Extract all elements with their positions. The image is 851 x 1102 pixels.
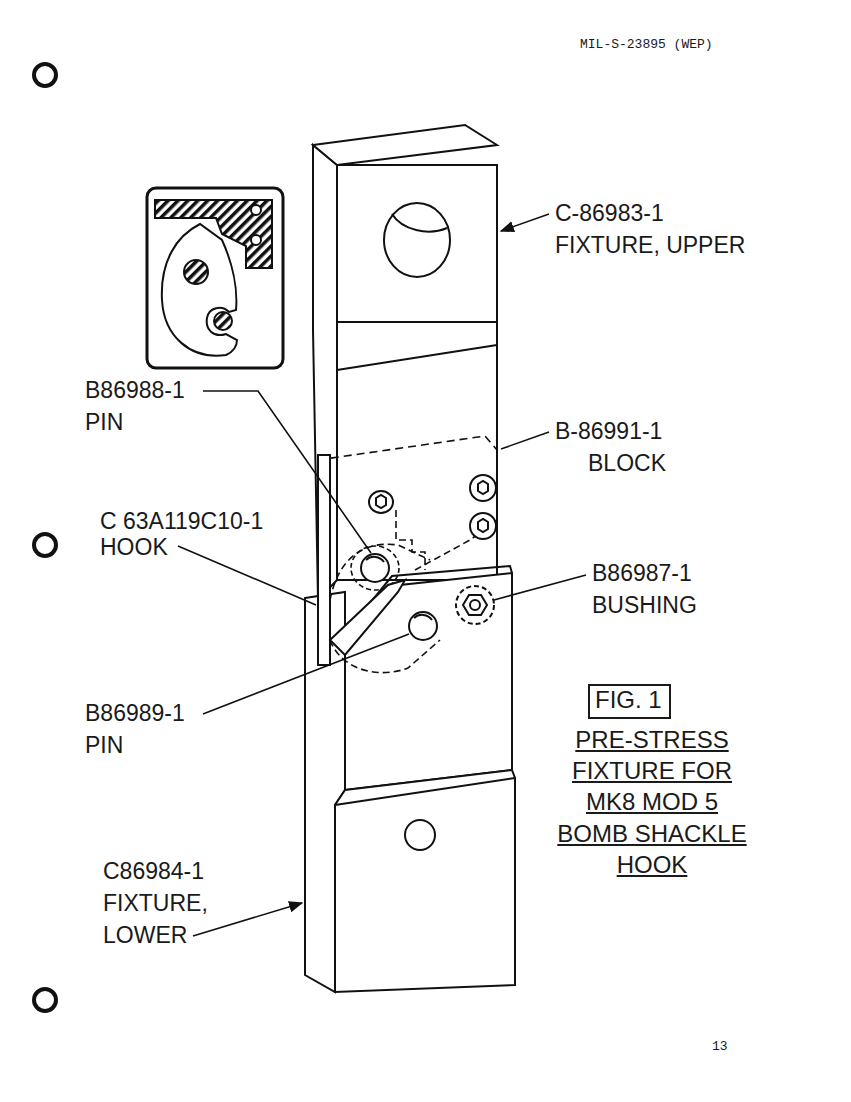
cap-screw <box>376 495 386 508</box>
pin <box>366 557 384 562</box>
figure-number: FIG. 1 <box>595 686 664 715</box>
block-and-hook <box>318 436 497 545</box>
binder-hole <box>34 64 56 1011</box>
upper-fixture <box>313 125 497 600</box>
part-name: BUSHING <box>592 592 697 618</box>
inset-detail <box>251 235 261 245</box>
inset-detail <box>147 188 283 368</box>
cap-screw <box>470 513 496 539</box>
bushing <box>456 586 494 624</box>
figure-label-box: FIG. 1 <box>588 684 671 719</box>
upper-fixture <box>337 345 497 370</box>
pin <box>414 615 432 620</box>
part-number: B-86991-1 <box>555 418 662 444</box>
leader-line <box>178 214 586 936</box>
header-code: MIL-S-23895 (WEP) <box>580 38 713 53</box>
block-and-hook <box>318 436 497 673</box>
part-name: BLOCK <box>588 450 666 476</box>
block-and-hook <box>396 510 497 570</box>
inset-detail <box>214 312 232 330</box>
inset-detail <box>184 260 208 284</box>
lower-fixture <box>405 820 435 850</box>
upper-fixture <box>337 321 497 323</box>
inset-detail <box>147 188 283 368</box>
leader-line <box>178 546 316 605</box>
lower-fixture <box>335 770 515 992</box>
leader-line <box>501 432 549 449</box>
lower-fixture <box>305 566 515 992</box>
binder-hole <box>34 534 56 556</box>
part-number: C86984-1 <box>103 858 204 884</box>
cap-screw <box>478 481 488 494</box>
inset-detail <box>251 205 261 215</box>
upper-fixture <box>384 203 450 277</box>
bushing <box>470 600 480 610</box>
cap-screw <box>369 475 496 539</box>
page-number: 13 <box>712 1040 728 1055</box>
part-name: PIN <box>85 409 123 435</box>
part-name: HOOK <box>100 534 168 560</box>
cap-screw <box>470 475 496 501</box>
pin <box>409 612 437 640</box>
cap-screw <box>369 491 393 513</box>
part-number: B86987-1 <box>592 560 692 586</box>
leader-line <box>494 575 586 600</box>
figure-caption: PRE-STRESS FIXTURE FOR MK8 MOD 5 BOMB SH… <box>552 724 752 880</box>
bushing <box>456 586 494 624</box>
lower-fixture <box>335 778 515 805</box>
part-name: FIXTURE, <box>103 890 208 916</box>
block-and-hook <box>330 544 440 672</box>
leader-line <box>203 634 409 714</box>
upper-fixture <box>392 214 447 232</box>
part-name: FIXTURE, UPPER <box>555 232 745 258</box>
upper-fixture <box>313 125 497 165</box>
cap-screw <box>478 519 488 532</box>
part-name: PIN <box>85 732 123 758</box>
bushing <box>463 595 487 615</box>
pin <box>361 554 389 582</box>
pin <box>361 554 437 640</box>
part-number: C-86983-1 <box>555 200 664 226</box>
leader-line <box>501 214 549 231</box>
part-name: LOWER <box>103 922 187 948</box>
part-number: C 63A119C10-1 <box>100 508 263 534</box>
binder-hole <box>34 64 56 86</box>
part-number: B86989-1 <box>85 700 185 726</box>
inset-detail <box>162 224 237 356</box>
block-and-hook <box>330 580 405 655</box>
upper-fixture <box>337 165 497 580</box>
leader-line <box>193 903 302 936</box>
part-number: B86988-1 <box>85 377 185 403</box>
binder-hole <box>34 989 56 1011</box>
